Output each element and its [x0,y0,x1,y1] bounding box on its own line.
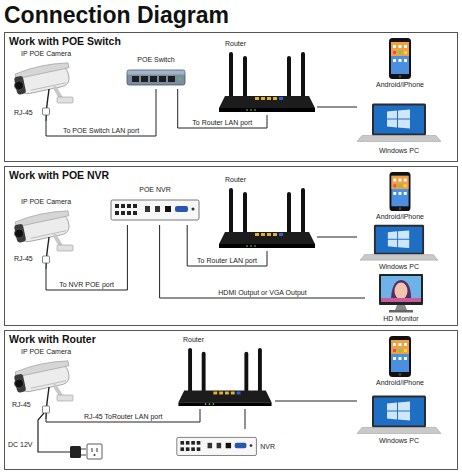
device-label: Router [217,175,317,184]
panel-heading: Work with POE Switch [9,35,121,48]
network-cable [178,89,267,128]
device-label: Router [175,335,275,344]
device-node: Windows PC [357,393,441,445]
device-node: POE Switch [125,55,187,89]
port-label: RJ-45 [12,400,31,409]
panel-heading: Work with Router [9,333,96,346]
device-node: Router [217,175,317,251]
diagram-title: Connection Diagram [4,1,229,29]
device-label: Windows PC [357,146,441,155]
device-icon [9,356,83,419]
cable-label: RJ-45 ToRouter LAN port [84,412,162,421]
panel-band: Work with POE SwitchIP POE CameraPOE Swi… [4,32,458,162]
device-icon [111,200,199,220]
device-icon [360,225,438,260]
device-icon [357,393,441,436]
device-icon [365,37,435,80]
port-label: RJ-45 [14,254,33,263]
device-icon [357,99,441,146]
device-label: Windows PC [357,262,441,271]
device-label: HD Monitor [365,314,437,323]
cable-label: To Router LAN port [197,256,257,265]
wall-outlet [87,444,102,459]
device-node: Router [175,335,275,409]
device-icon [219,188,315,248]
port-label: DC 12V [8,440,33,449]
device-icon [357,223,441,262]
cable-label: HDMI Output or VGA Output [218,288,306,297]
device-icon [177,437,257,455]
outlet-slot [92,448,93,452]
device-node: Android/iPhone [365,37,435,89]
network-cable [275,401,357,402]
device-icon [109,194,201,225]
device-icon [365,273,437,314]
device-icon [125,64,187,89]
device-node: HD Monitor [365,273,437,323]
device-label: Android/iPhone [365,80,435,89]
device-icon [390,172,411,211]
panel-band: Work with RouterIP POE Camera RouterAndro… [4,330,458,470]
panel-band: Work with POE NVR IP POE Camera POE NVR Rou… [4,166,458,326]
device-icon [365,335,435,378]
device-icon [379,274,423,313]
network-cable [46,89,156,136]
network-cable [317,107,357,108]
device-label: NVR [258,442,275,451]
port-label: RJ-45 [14,108,33,117]
device-icon [175,344,275,409]
cable-label: To NVR POE port [59,280,114,289]
device-label: POE NVR [109,185,201,194]
device-icon [357,104,441,142]
device-node: POE NVR [109,185,201,225]
device-icon [127,70,185,85]
network-cable [187,225,267,266]
network-cable [317,237,357,238]
device-node: Android/iPhone [365,171,435,221]
network-cable [160,225,365,298]
device-icon [178,348,271,406]
device-label: Android/iPhone [365,378,435,387]
power-cable [38,413,70,452]
device-icon [217,48,317,115]
network-cable [46,409,200,422]
panel-heading: Work with POE NVR [9,169,109,182]
device-icon [12,208,73,269]
device-icon [389,38,411,79]
device-node: Windows PC [357,223,441,271]
device-icon [357,396,441,434]
outlet-slot [97,448,98,452]
device-node: Android/iPhone [365,335,435,387]
device-label: Android/iPhone [365,212,435,221]
device-icon [219,52,315,112]
outlet-ground [94,454,96,456]
device-icon [389,336,411,377]
cable-label: To POE Switch LAN port [63,126,139,135]
device-icon [175,429,258,463]
device-icon [365,171,435,212]
cable-label: To Router LAN port [192,118,252,127]
device-label: POE Switch [125,55,187,64]
power-adapter [70,446,81,458]
device-node: IP POE Camera [9,347,83,419]
adapter-prong [81,448,86,449]
device-node: Windows PC [357,99,441,155]
device-label: IP POE Camera [9,347,83,356]
device-icon [12,60,73,121]
device-label: Router [217,39,317,48]
adapter-prong [81,454,86,455]
device-label: IP POE Camera [9,197,83,206]
device-node: Router [217,39,317,115]
device-icon [12,358,73,419]
device-label: Windows PC [357,436,441,445]
device-node: NVR [175,429,275,463]
device-icon [217,184,317,251]
network-cable [46,225,127,290]
network-cable [245,409,246,429]
device-label: IP POE Camera [9,49,83,58]
